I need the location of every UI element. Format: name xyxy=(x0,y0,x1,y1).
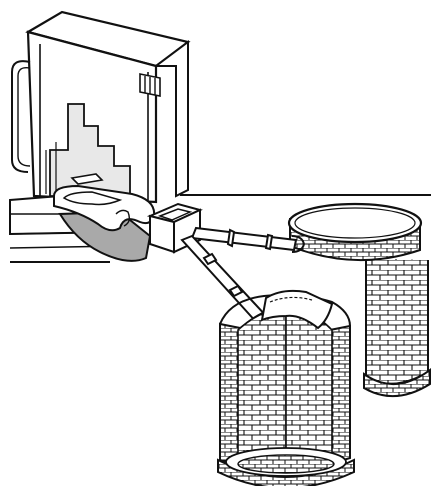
pipe-to-back-pit xyxy=(192,228,304,252)
privy-shelter xyxy=(12,12,188,202)
front-brick-pit xyxy=(218,291,354,486)
back-pit-lid xyxy=(289,204,421,242)
ventilation-grille xyxy=(140,74,160,96)
shelter-handle xyxy=(12,61,30,172)
pipe-to-front-pit xyxy=(182,236,268,324)
